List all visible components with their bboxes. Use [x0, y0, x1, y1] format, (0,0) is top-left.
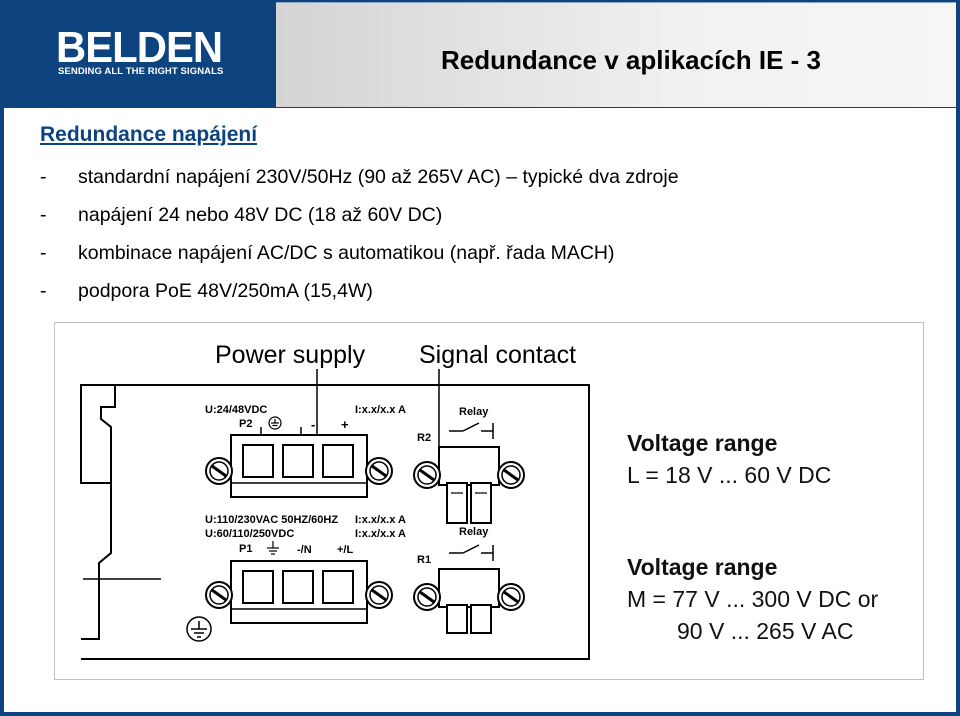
r2-label: R2	[417, 432, 431, 444]
r1-relay-label: Relay	[459, 526, 489, 538]
range-l-title: Voltage range	[627, 430, 777, 456]
bullet-text: podpora PoE 48V/250mA (15,4W)	[78, 280, 373, 302]
content-area: Redundance napájení - standardní napájení…	[4, 108, 956, 712]
p2-terminal-block	[230, 427, 368, 498]
p2-label: P2	[239, 418, 252, 430]
ground-icon	[268, 416, 282, 430]
p2-current: I:x.x/x.x A	[355, 404, 406, 416]
p1-minus: -/N	[297, 544, 312, 556]
r2-terminal-block	[438, 446, 500, 524]
logo-panel: BELDEN SENDING ALL THE RIGHT SIGNALS	[0, 0, 272, 106]
section-heading: Redundance napájení	[40, 123, 258, 146]
bullet-text: standardní napájení 230V/50Hz (90 až 265…	[78, 166, 679, 188]
housing-notch-bottom	[81, 482, 112, 640]
power-supply-diagram: Power supply Signal contact U:24/48VDC I…	[54, 322, 924, 680]
bullet-dash: -	[40, 242, 47, 264]
relay-symbol-icon	[449, 544, 494, 561]
r1-label: R1	[417, 554, 431, 566]
list-item: - standardní napájení 230V/50Hz (90 až 26…	[40, 158, 679, 196]
p1-plus: +/L	[337, 544, 353, 556]
list-item: - napájení 24 nebo 48V DC (18 až 60V DC)	[40, 196, 679, 234]
housing-notch-top	[80, 384, 116, 484]
p1-rating-dc: U:60/110/250VDC	[205, 528, 294, 540]
ground-icon	[267, 541, 279, 555]
brand-tagline: SENDING ALL THE RIGHT SIGNALS	[58, 66, 224, 77]
list-item: - kombinace napájení AC/DC s automatikou …	[40, 234, 679, 272]
p2-minus: -	[311, 417, 315, 432]
callout-power-supply: Power supply	[215, 341, 366, 369]
p1-terminal-block	[230, 560, 368, 624]
p2-plus: +	[341, 417, 349, 432]
p1-rating-ac: U:110/230VAC 50HZ/60HZ	[205, 514, 338, 526]
p1-label: P1	[239, 543, 252, 555]
range-m-value-dc: M = 77 V ... 300 V DC or	[627, 586, 879, 612]
p1-current-ac: I:x.x/x.x A	[355, 514, 406, 526]
bullet-text: napájení 24 nebo 48V DC (18 až 60V DC)	[78, 204, 443, 226]
range-l-value: L = 18 V ... 60 V DC	[627, 462, 831, 488]
bullet-dash: -	[40, 166, 47, 188]
range-m-value-ac: 90 V ... 265 V AC	[677, 618, 853, 644]
title-panel: Redundance v aplikacích IE - 3	[276, 2, 956, 107]
bullet-text: kombinace napájení AC/DC s automatikou (…	[78, 242, 615, 264]
callout-signal-contact: Signal contact	[419, 341, 576, 369]
housing-outline	[81, 384, 590, 660]
relay-symbol-icon	[449, 422, 494, 439]
p1-current-dc: I:x.x/x.x A	[355, 528, 406, 540]
range-m-title: Voltage range	[627, 554, 777, 580]
r2-relay-label: Relay	[459, 406, 489, 418]
r1-terminal-block	[438, 568, 500, 634]
list-item: - podpora PoE 48V/250mA (15,4W)	[40, 272, 679, 310]
protective-earth-icon	[186, 616, 212, 642]
bullet-dash: -	[40, 204, 47, 226]
slide-title: Redundance v aplikacích IE - 3	[440, 45, 821, 75]
bullet-dash: -	[40, 280, 47, 302]
p2-rating: U:24/48VDC	[205, 404, 267, 416]
brand-logo: BELDEN	[56, 23, 223, 72]
bullet-list: - standardní napájení 230V/50Hz (90 až 26…	[40, 158, 679, 310]
